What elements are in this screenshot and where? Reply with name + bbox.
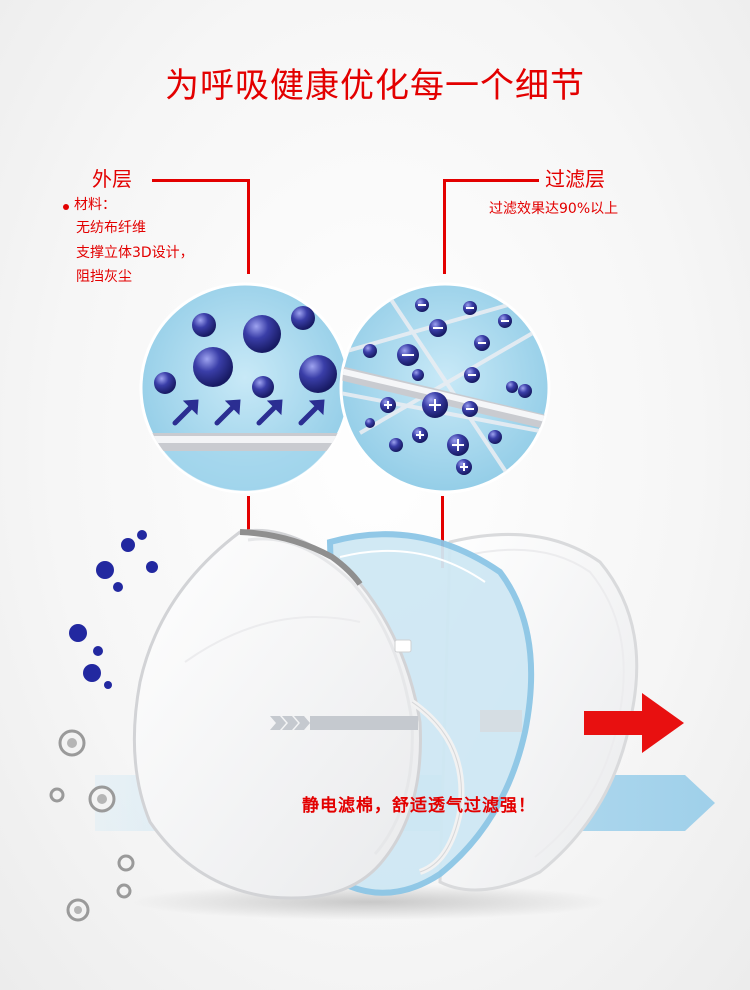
- outer-pointer-line-v1: [247, 179, 250, 274]
- page-title: 为呼吸健康优化每一个细节: [165, 66, 585, 106]
- feature-banner-text: 静电滤棉，舒适透气过滤强！: [302, 796, 536, 816]
- outer-layer-magnified-circle: [139, 282, 351, 494]
- filter-pointer-line-v2: [441, 496, 444, 568]
- filter-pointer-line-v1: [443, 179, 446, 274]
- outer-detail-1: 材料：: [74, 197, 116, 213]
- outer-layer-label: 外层: [92, 167, 132, 191]
- dust-particles-blue: [69, 530, 158, 689]
- outer-detail-2: 无纺布纤维: [76, 220, 146, 236]
- outer-detail-4: 阻挡灰尘: [76, 269, 132, 285]
- outer-bullet: [63, 204, 69, 210]
- outer-detail-3: 支撑立体3D设计，: [76, 245, 194, 261]
- airflow-arrow-icon: [584, 693, 684, 753]
- filter-pointer-line-h: [443, 179, 539, 182]
- filter-layer-magnified-circle: [339, 282, 551, 494]
- outer-pointer-line-h: [152, 179, 249, 182]
- filter-detail: 过滤效果达90%以上: [489, 201, 619, 217]
- filter-layer-label: 过滤层: [545, 167, 605, 191]
- germ-particles-gray: [49, 729, 135, 922]
- mask-layers-illustration: [130, 528, 639, 920]
